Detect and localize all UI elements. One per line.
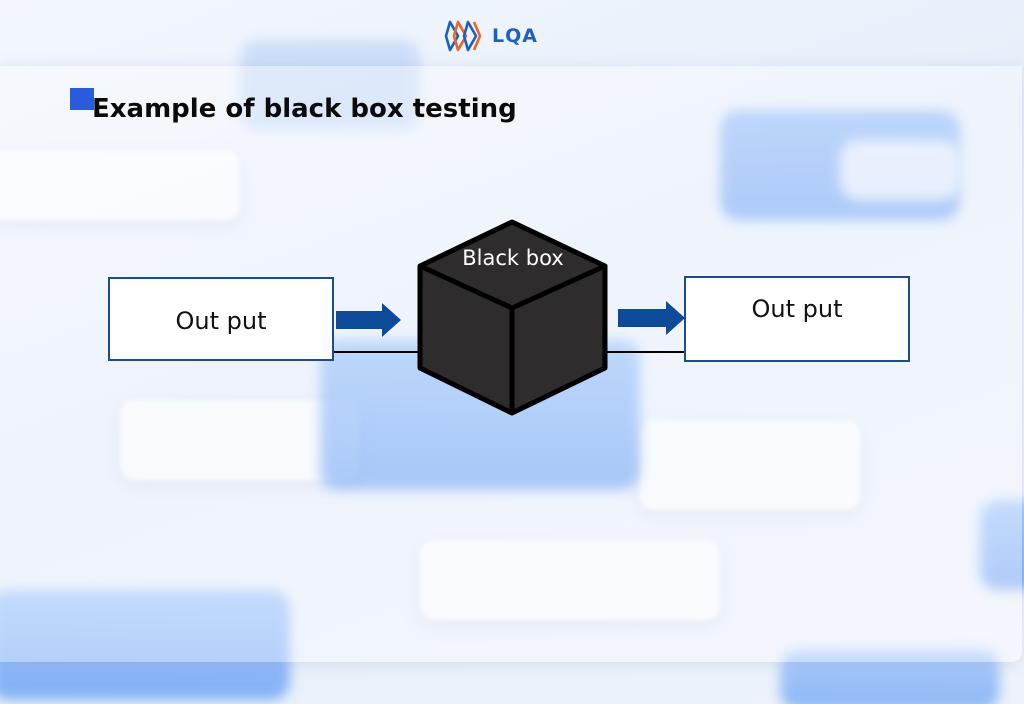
logo: LQA	[444, 18, 538, 54]
output-box: Out put	[684, 276, 910, 362]
arrow-in-icon	[336, 303, 401, 337]
lqa-logo-icon	[444, 20, 482, 52]
bg-blue-block	[980, 500, 1024, 590]
bg-key-decoration	[420, 540, 720, 620]
title-marker	[70, 88, 94, 110]
page-title: Example of black box testing	[92, 94, 517, 124]
bg-blue-block	[0, 590, 290, 700]
logo-text: LQA	[492, 25, 538, 47]
bg-blue-block	[780, 650, 1000, 704]
bg-blue-block	[240, 40, 420, 130]
bg-key-decoration	[0, 150, 240, 220]
black-box-cube-icon	[417, 219, 608, 416]
input-box: Out put	[108, 277, 334, 361]
black-box-label: Black box	[462, 246, 564, 270]
bg-key-decoration	[640, 420, 860, 510]
bg-blue-block	[840, 140, 960, 200]
arrow-out-icon	[618, 301, 685, 335]
